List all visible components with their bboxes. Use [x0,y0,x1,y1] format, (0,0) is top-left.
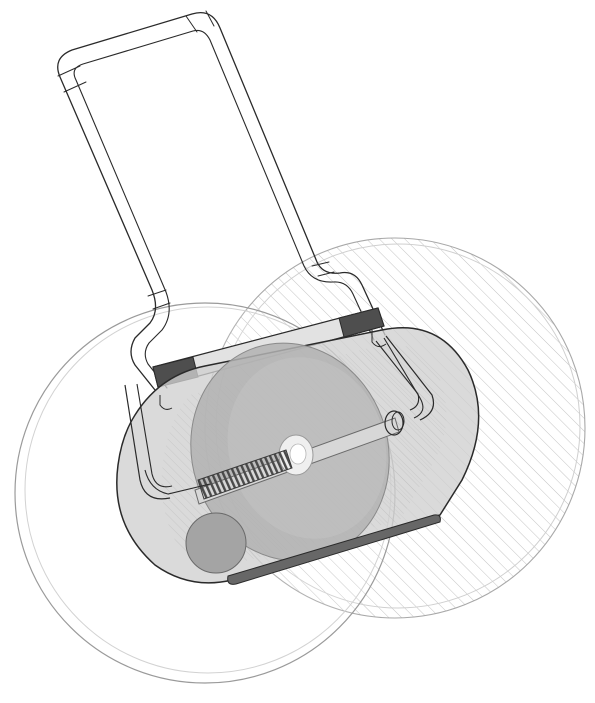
handle-legs [124,335,435,500]
handle-frame [57,10,386,391]
roller-drum [116,327,480,585]
